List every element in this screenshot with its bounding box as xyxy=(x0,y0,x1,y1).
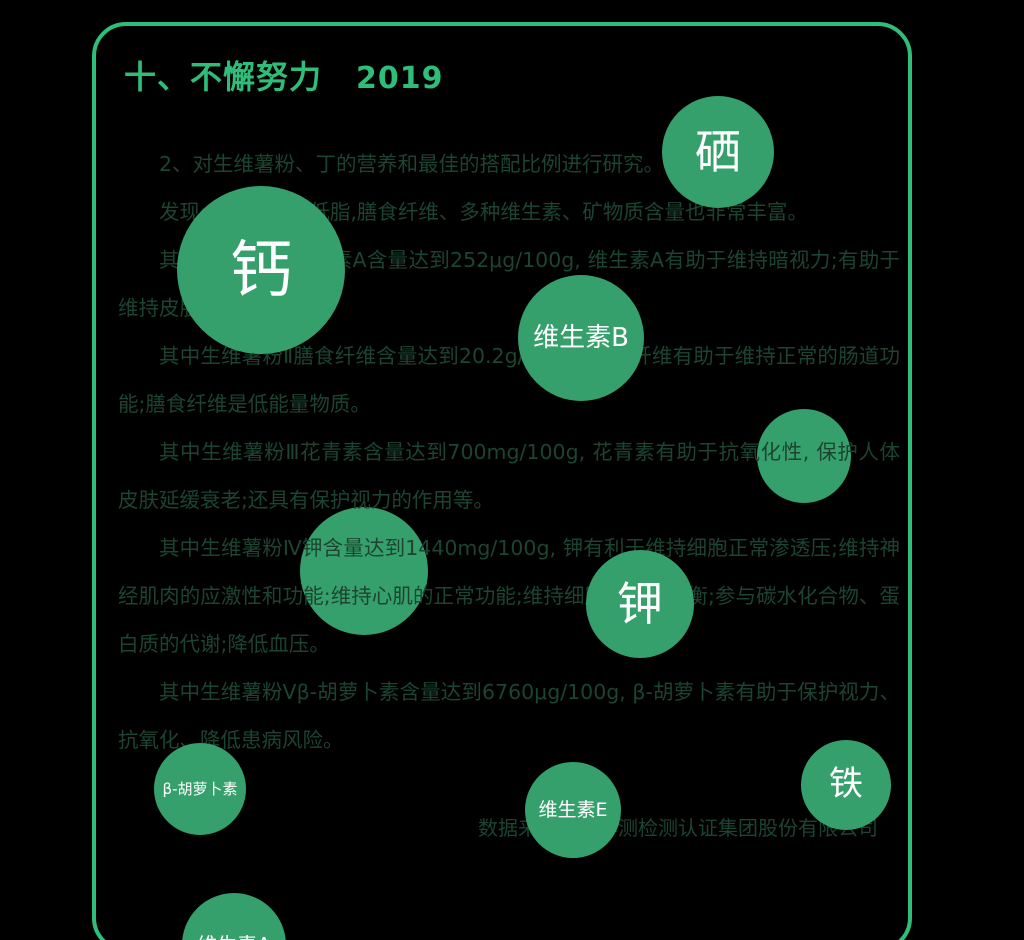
body-paragraph: 其中生维薯粉Ⅲ花青素含量达到700mg/100g, 花青素有助于抗氧化性, 保护… xyxy=(118,440,900,512)
page-title: 十、不懈努力 xyxy=(124,58,323,96)
nutrient-bubble: 维生素A xyxy=(182,893,286,940)
nutrient-bubble: 维生素B xyxy=(518,275,644,401)
nutrient-bubble-label: 维生素E xyxy=(538,798,608,821)
nutrient-bubble: 维生素E xyxy=(525,762,621,858)
nutrient-bubble-label: 维生素A xyxy=(197,934,271,940)
nutrient-bubble-label: 钙 xyxy=(229,232,292,306)
body-paragraph: 2、对生维薯粉、丁的营养和最佳的搭配比例进行研究。 xyxy=(159,152,665,176)
body-paragraph: 其中生维薯粉Ⅳ钾含量达到1440mg/100g, 钾有利于维持细胞正常渗透压;维… xyxy=(118,536,900,656)
title-year: 2019 xyxy=(356,61,444,96)
slide-title: 十、不懈努力 2019 xyxy=(124,52,444,98)
nutrient-bubble-label: 维生素B xyxy=(533,322,629,353)
body-paragraph: 其中生维薯粉Ⅴβ-胡萝卜素含量达到6760μg/100g, β-胡萝卜素有助于保… xyxy=(118,680,900,752)
nutrient-bubble-label: 铁 xyxy=(829,764,863,805)
nutrient-bubble: 铁 xyxy=(801,740,891,830)
nutrient-bubble xyxy=(300,507,428,635)
nutrient-bubble-label: 钾 xyxy=(617,576,663,631)
nutrient-bubble xyxy=(757,409,851,503)
nutrient-bubble: 硒 xyxy=(662,96,774,208)
nutrient-bubble: β-胡萝卜素 xyxy=(154,743,246,835)
nutrient-bubble-label: 硒 xyxy=(695,124,741,179)
nutrient-bubble: 钾 xyxy=(586,550,694,658)
nutrient-bubble: 钙 xyxy=(177,186,345,354)
nutrient-bubble-label: β-胡萝卜素 xyxy=(162,779,238,798)
